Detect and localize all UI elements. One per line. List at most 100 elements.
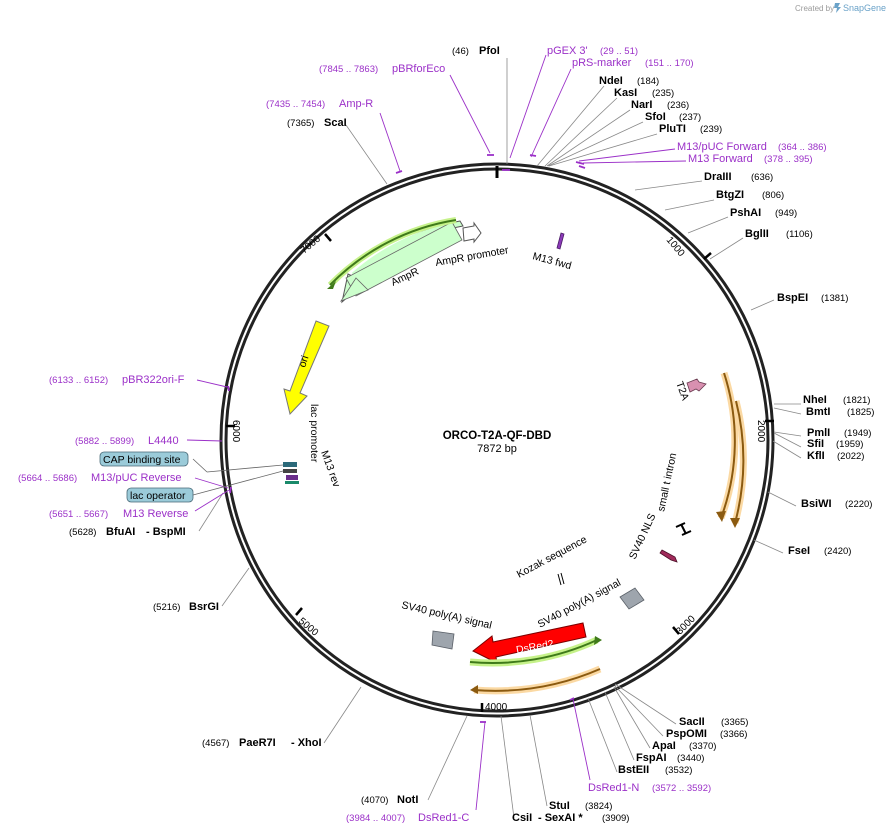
enzyme-pshai[interactable]: PshAI bbox=[730, 207, 761, 219]
sv40-polya-left-feature[interactable] bbox=[431, 630, 455, 650]
enzyme-kfli[interactable]: KflI bbox=[807, 450, 825, 462]
ampr-band bbox=[345, 221, 463, 297]
lac-operator-box[interactable] bbox=[126, 487, 194, 503]
enzyme-ndei[interactable]: NdeI bbox=[599, 75, 623, 87]
orf-bottom-orange bbox=[473, 668, 601, 692]
primer-pgex3[interactable]: pGEX 3' bbox=[547, 45, 588, 57]
cap-site-feature[interactable] bbox=[285, 481, 299, 484]
enzyme-noti[interactable]: NotI bbox=[397, 794, 418, 806]
enzyme-bsteii[interactable]: BstEII bbox=[618, 764, 649, 776]
tick-label-2000: 2000 bbox=[755, 420, 766, 443]
primer-m13-forward[interactable]: M13 Forward bbox=[688, 153, 753, 165]
enzyme-scai-pos: (7365) bbox=[287, 118, 314, 129]
tick-label-6000: 6000 bbox=[230, 420, 241, 443]
enzyme-sexai-pos: (3909) bbox=[602, 813, 629, 824]
enzyme-sfoi[interactable]: SfoI bbox=[645, 111, 666, 123]
lac-promoter-feature[interactable] bbox=[283, 462, 297, 467]
enzyme-noti-pos: (4070) bbox=[361, 795, 388, 806]
enzyme-pmli[interactable]: PmlI bbox=[807, 427, 830, 439]
enzyme-pluti[interactable]: PluTI bbox=[659, 123, 686, 135]
enzyme-sexai[interactable]: - SexAI * bbox=[538, 812, 583, 824]
enzyme-nhei-pos: (1821) bbox=[843, 395, 870, 406]
primer-m13puc-forward[interactable]: M13/pUC Forward bbox=[677, 141, 767, 153]
enzyme-fspai-pos: (3440) bbox=[677, 753, 704, 764]
enzyme-nari[interactable]: NarI bbox=[631, 99, 652, 111]
orf-right-2-head bbox=[730, 518, 740, 528]
primer-leaders bbox=[186, 54, 687, 811]
enzyme-fsei[interactable]: FseI bbox=[788, 545, 810, 557]
enzyme-pmli-pos: (1949) bbox=[844, 428, 871, 439]
primer-dsred1-c[interactable]: DsRed1-C bbox=[418, 812, 469, 824]
orf-bottom-orange-head bbox=[470, 685, 478, 694]
tick-label-1000: 1000 bbox=[664, 235, 687, 259]
enzyme-draiii[interactable]: DraIII bbox=[704, 171, 732, 183]
lac-operator-label: lac operator bbox=[130, 490, 186, 502]
enzyme-bspmi[interactable]: - BspMI bbox=[146, 526, 186, 538]
enzyme-bfuai-pos: (5628) bbox=[69, 527, 96, 538]
ampr-arrowhead bbox=[339, 277, 369, 302]
enzyme-pfoi-pos: (46) bbox=[452, 46, 469, 57]
primer-m13puc-reverse[interactable]: M13/pUC Reverse bbox=[91, 472, 181, 484]
primer-m13puc-reverse-pos: (5664 .. 5686) bbox=[18, 473, 77, 484]
lac-operator-feature[interactable] bbox=[283, 469, 297, 473]
enzyme-scai[interactable]: ScaI bbox=[324, 117, 347, 129]
cap-binding-box[interactable] bbox=[99, 451, 189, 467]
enzyme-pspomi[interactable]: PspOMI bbox=[666, 728, 707, 740]
enzyme-paer7i-pos: (4567) bbox=[202, 738, 229, 749]
enzyme-draiii-pos: (636) bbox=[751, 172, 773, 183]
primer-amp-r-pos: (7435 .. 7454) bbox=[266, 99, 325, 110]
primer-l4440-pos: (5882 .. 5899) bbox=[75, 436, 134, 447]
enzyme-kfli-pos: (2022) bbox=[837, 451, 864, 462]
lac-promoter-label: lac promoter bbox=[308, 404, 320, 463]
primer-pgex3-pos: (29 .. 51) bbox=[600, 46, 638, 57]
enzyme-bglii-pos: (1106) bbox=[786, 229, 813, 240]
enzyme-bsrgi-pos: (5216) bbox=[153, 602, 180, 613]
backbone-outer bbox=[219, 162, 775, 718]
plasmid-length: 7872 bp bbox=[477, 443, 517, 455]
sv40-nls-feature[interactable] bbox=[659, 549, 678, 563]
primer-pbr322ori-f[interactable]: pBR322ori-F bbox=[122, 374, 185, 386]
primer-prs-marker[interactable]: pRS-marker bbox=[572, 57, 632, 69]
enzyme-csii[interactable]: CsiI bbox=[512, 812, 532, 824]
kozak-feature[interactable] bbox=[557, 572, 565, 586]
sv40-polya-right-label: SV40 poly(A) signal bbox=[536, 577, 623, 631]
dsred2-feature[interactable] bbox=[472, 622, 587, 664]
enzyme-apai[interactable]: ApaI bbox=[652, 740, 676, 752]
orf-right-1 bbox=[720, 372, 736, 519]
primer-dsred1-n-pos: (3572 .. 3592) bbox=[652, 783, 711, 794]
ori-feature[interactable] bbox=[283, 320, 330, 416]
primer-amp-r[interactable]: Amp-R bbox=[339, 98, 373, 110]
enzyme-xhoi[interactable]: - XhoI bbox=[291, 737, 322, 749]
sv40-polya-right-feature[interactable] bbox=[619, 587, 645, 610]
primer-pbr322ori-f-pos: (6133 .. 6152) bbox=[49, 375, 108, 386]
enzyme-bfuai[interactable]: BfuAI bbox=[106, 526, 135, 538]
enzyme-paer7i[interactable]: PaeR7I bbox=[239, 737, 276, 749]
lac-leader bbox=[192, 470, 284, 496]
enzyme-pfoi[interactable]: PfoI bbox=[479, 45, 500, 57]
primer-m13-reverse[interactable]: M13 Reverse bbox=[123, 508, 188, 520]
enzyme-stui[interactable]: StuI bbox=[549, 800, 570, 812]
enzyme-fspai[interactable]: FspAI bbox=[636, 752, 667, 764]
enzyme-sacii[interactable]: SacII bbox=[679, 716, 705, 728]
small-t-intron-feature[interactable] bbox=[675, 522, 692, 536]
primer-pbrforeco[interactable]: pBRforEco bbox=[392, 63, 445, 75]
enzyme-btgzi[interactable]: BtgZI bbox=[716, 189, 744, 201]
enzyme-bglii[interactable]: BglII bbox=[745, 228, 769, 240]
enzyme-bsiwi[interactable]: BsiWI bbox=[801, 498, 832, 510]
m13-fwd-feature[interactable] bbox=[556, 232, 565, 250]
primer-dsred1-n[interactable]: DsRed1-N bbox=[588, 782, 639, 794]
enzyme-labels: (46) PfoI NdeI (184) KasI (235) NarI (23… bbox=[69, 45, 874, 824]
enzyme-kasi[interactable]: KasI bbox=[614, 87, 637, 99]
enzyme-bspei[interactable]: BspEI bbox=[777, 292, 808, 304]
enzyme-nhei[interactable]: NheI bbox=[803, 394, 827, 406]
enzyme-bmti[interactable]: BmtI bbox=[806, 406, 830, 418]
cap-leader bbox=[192, 458, 208, 473]
enzyme-sfii[interactable]: SfiI bbox=[807, 438, 824, 450]
t2a-feature[interactable] bbox=[686, 378, 707, 393]
ampr-promoter-feature[interactable] bbox=[462, 221, 482, 244]
primer-l4440[interactable]: L4440 bbox=[148, 435, 179, 447]
enzyme-bsrgi[interactable]: BsrGI bbox=[189, 601, 219, 613]
sv40-nls-label: SV40 NLS bbox=[627, 512, 659, 562]
m13-rev-feature[interactable] bbox=[286, 475, 298, 480]
primer-dsred1-c-pos: (3984 .. 4007) bbox=[346, 813, 405, 824]
